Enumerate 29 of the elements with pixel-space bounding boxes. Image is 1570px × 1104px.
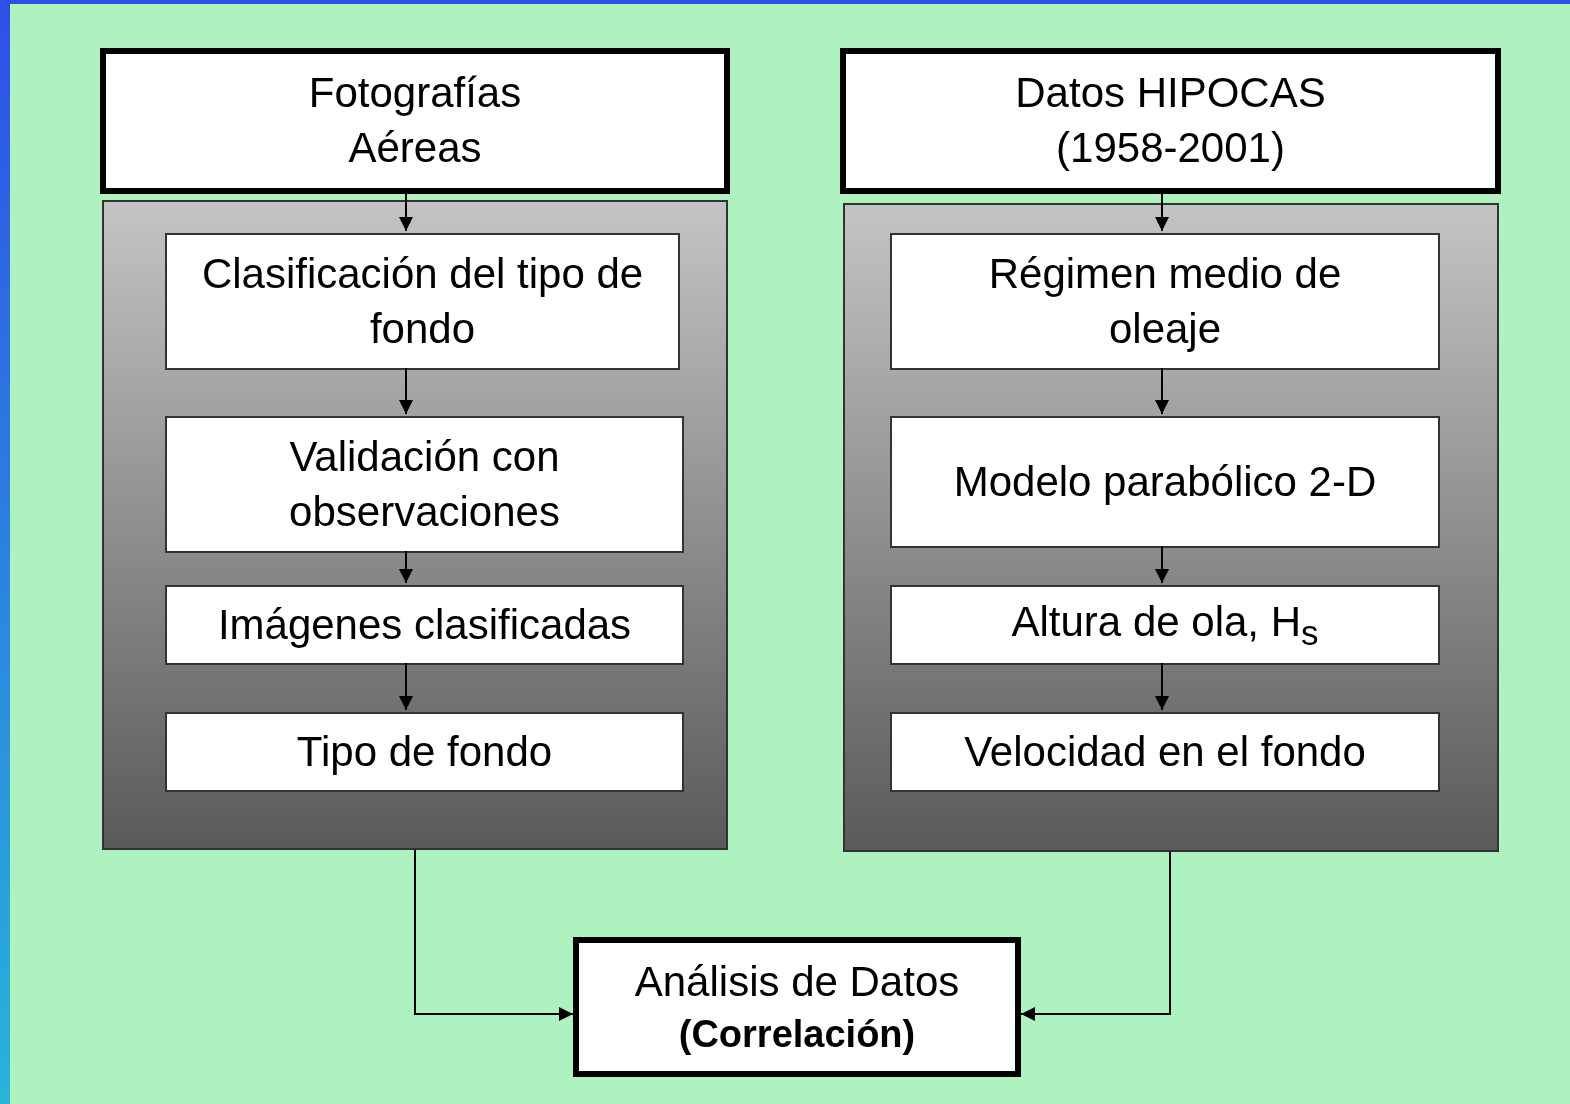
box-label: Imágenes clasificadas (217, 599, 632, 650)
process-box (165, 416, 684, 553)
process-box (890, 585, 1440, 665)
box-label: Altura de ola, H$_{s}$ (1011, 596, 1319, 654)
process-box (890, 416, 1440, 548)
source-box (573, 937, 1021, 1077)
box-label: Fotografías Aéreas (307, 68, 523, 173)
box-label: Datos HIPOCAS (1958-2001) (1014, 68, 1327, 173)
box-label: Velocidad en el fondo (964, 726, 1366, 777)
arrow (399, 193, 413, 232)
box-label: Tipo de fondo (296, 726, 553, 777)
panel (102, 200, 728, 850)
process-box (890, 712, 1440, 792)
source-box (100, 48, 730, 194)
process-box (165, 712, 684, 792)
process-box (165, 233, 680, 370)
box-label: Validación con observaciones (288, 431, 561, 537)
box-label: Clasificación del tipo de fondo (200, 248, 645, 354)
arrow (1155, 193, 1169, 232)
box-label: Modelo parabólico 2-D (953, 456, 1377, 507)
box-label: Régimen medio de oleaje (987, 248, 1343, 354)
source-box (840, 48, 1501, 194)
panel (843, 203, 1499, 852)
box-label: Análisis de Datos (634, 957, 960, 1007)
process-box (890, 233, 1440, 370)
box-label: (Correlación) (678, 1011, 916, 1057)
arrow (414, 849, 574, 1021)
process-box (165, 585, 684, 665)
arrow (1020, 851, 1171, 1021)
